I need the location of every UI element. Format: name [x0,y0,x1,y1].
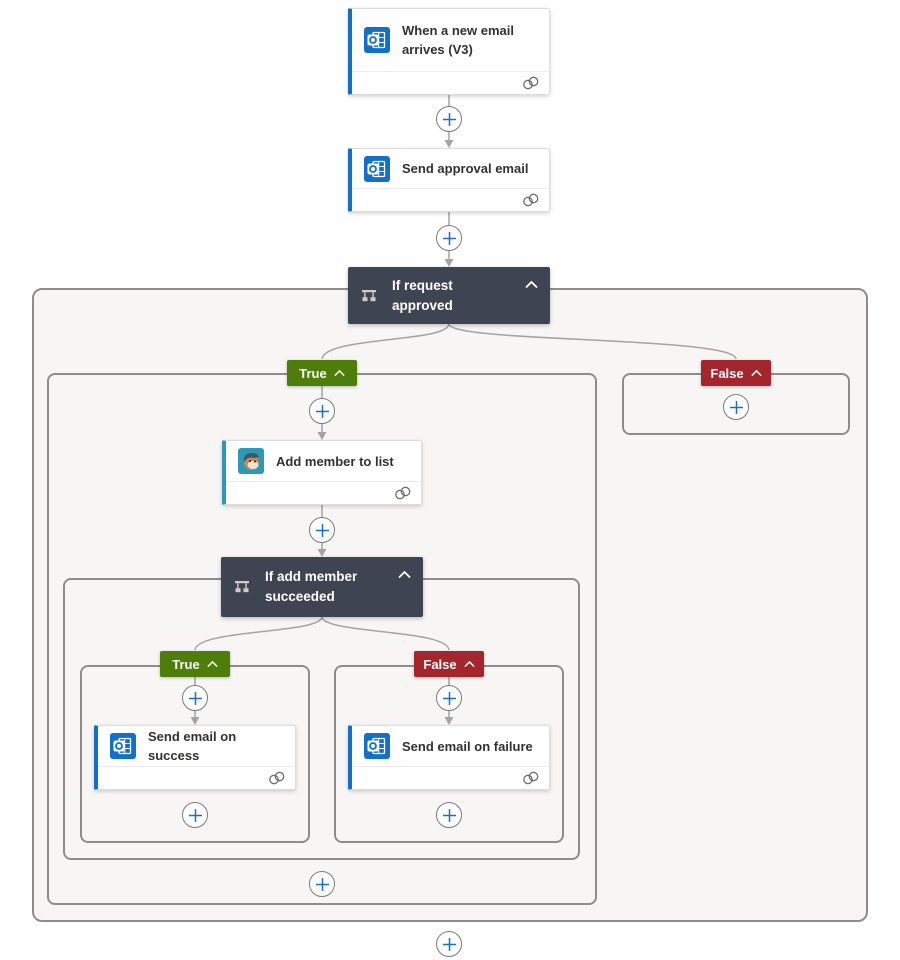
plus-icon [315,523,329,537]
plus-icon [442,112,456,126]
condition-icon [362,289,376,301]
mailchimp-icon [238,448,264,474]
insert-step-button[interactable] [436,685,462,711]
card-title: Add member to list [276,453,394,469]
badge-label: False [710,365,744,381]
trigger-card-when-new-email-arrives[interactable]: When a new email arrives (V3) [348,8,550,95]
insert-step-button[interactable] [436,106,462,132]
chevron-up-icon [207,660,218,667]
card-title: Send email on success [148,729,237,763]
insert-step-button[interactable] [436,225,462,251]
action-card-send-email-on-failure[interactable]: Send email on failure [348,725,550,790]
false-branch-badge[interactable]: False [701,360,771,386]
link-icon [269,771,285,785]
card-title: If add member succeeded [265,569,358,604]
plus-icon [442,808,456,822]
plus-icon [188,691,202,705]
link-icon [523,771,539,785]
condition-card-if-add-member-succeeded[interactable]: If add member succeeded [221,557,423,617]
plus-icon [442,691,456,705]
link-icon [523,76,539,90]
insert-step-button[interactable] [723,394,749,420]
insert-step-button[interactable] [309,517,335,543]
link-icon [395,486,411,500]
badge-label: False [423,656,457,672]
plus-icon [315,404,329,418]
chevron-up-icon [751,369,762,376]
outlook-icon [364,733,390,759]
plus-icon [729,400,743,414]
chevron-up-icon[interactable] [525,280,538,289]
insert-step-button[interactable] [182,685,208,711]
outlook-icon [110,733,136,759]
outlook-icon [364,155,390,182]
badge-label: True [299,365,327,381]
card-title: Send approval email [402,161,529,176]
chevron-up-icon[interactable] [398,570,411,579]
action-card-send-approval-email[interactable]: Send approval email [348,148,550,212]
plus-icon [442,231,456,245]
insert-step-button[interactable] [436,802,462,828]
plus-icon [188,808,202,822]
true-branch-badge[interactable]: True [287,360,357,386]
insert-step-button[interactable] [309,398,335,424]
inner-false-branch-badge[interactable]: False [414,651,484,677]
outlook-icon [364,27,390,53]
action-card-add-member-to-list[interactable]: Add member to list [222,440,422,505]
condition-icon [235,581,249,593]
plus-icon [442,937,456,951]
card-title: If request approved [392,277,453,313]
card-title: Send email on failure [402,738,533,754]
condition-card-if-request-approved[interactable]: If request approved [348,267,550,324]
plus-icon [315,877,329,891]
inner-true-branch-badge[interactable]: True [160,651,230,677]
link-icon [523,193,539,207]
insert-step-button[interactable] [436,931,462,957]
insert-step-button[interactable] [182,802,208,828]
insert-step-button[interactable] [309,871,335,897]
chevron-up-icon [464,660,475,667]
badge-label: True [172,656,200,672]
card-title: When a new email arrives (V3) [402,23,514,57]
action-card-send-email-on-success[interactable]: Send email on success [94,725,296,790]
chevron-up-icon [334,369,345,376]
